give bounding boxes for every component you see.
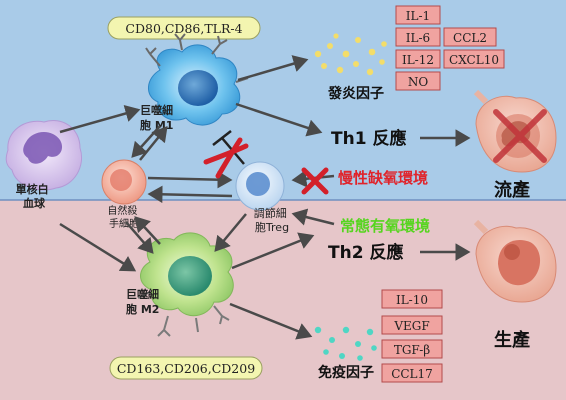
arrow-treg-to-nk bbox=[147, 185, 233, 204]
nk-cell bbox=[101, 159, 147, 205]
inflammatory-text-no: NO bbox=[408, 75, 429, 89]
inflammatory-box-il1: IL-1 bbox=[395, 5, 441, 25]
inflammatory-box-ccl2: CCL2 bbox=[443, 27, 497, 47]
inflammatory-text-il1: IL-1 bbox=[406, 9, 430, 23]
monocyte-label-line2: 血球 bbox=[23, 196, 46, 210]
inflammatory-text-il6: IL-6 bbox=[406, 31, 430, 45]
hypoxia-label: 慢性缺氧環境 bbox=[338, 169, 428, 187]
arrow-mono-to-m1 bbox=[59, 104, 141, 134]
arrow-nk-to-m1 bbox=[139, 126, 168, 161]
bottom-background bbox=[0, 200, 566, 400]
inflammatory-box-no: NO bbox=[395, 71, 441, 91]
treg-label-line2: 胞Treg bbox=[255, 221, 289, 234]
arrows bbox=[59, 55, 471, 340]
monocyte-label: 單核白 血球 bbox=[16, 182, 53, 210]
normoxia-label: 常態有氧環境 bbox=[340, 217, 430, 235]
nk-label-line2: 手細胞 bbox=[109, 217, 139, 230]
arrow-mono-to-m2 bbox=[59, 222, 137, 272]
inflammatory-text-cxcl10: CXCL10 bbox=[449, 53, 499, 67]
arrow-m2-to-factors bbox=[229, 302, 313, 340]
immune-box-vegf: VEGF bbox=[381, 315, 443, 335]
treg-cell bbox=[235, 161, 285, 211]
treg-label: 調節細 胞Treg bbox=[254, 206, 291, 234]
arrow-normoxia-to-treg bbox=[291, 208, 335, 226]
immune-text-il10: IL-10 bbox=[396, 293, 428, 307]
m1-marker-pill: CD80,CD86,TLR-4 bbox=[107, 16, 261, 40]
birth-label: 生產 bbox=[494, 329, 530, 351]
immune-text-vegf: VEGF bbox=[393, 319, 429, 333]
immune-text-ccl17: CCL17 bbox=[391, 367, 433, 381]
m1-marker-text: CD80,CD86,TLR-4 bbox=[125, 21, 242, 36]
miscarriage-label: 流產 bbox=[494, 179, 530, 201]
immune-box-ccl17: CCL17 bbox=[381, 363, 443, 383]
inflammatory-factor-dots bbox=[314, 33, 387, 76]
arrow-m2-to-th2 bbox=[231, 232, 315, 270]
m2-label: 巨噬細 胞 M2 bbox=[126, 287, 163, 316]
arrow-nk-to-m2 bbox=[125, 221, 154, 254]
inflammatory-text-il12: IL-12 bbox=[402, 53, 434, 67]
th1-response: Th1 反應 bbox=[331, 128, 406, 149]
m1-label-line1: 巨噬細 bbox=[140, 103, 173, 117]
miscarriage-x-mark bbox=[493, 109, 547, 163]
arrow-treg-to-m2 bbox=[214, 213, 247, 252]
immune-box-il10: IL-10 bbox=[381, 289, 443, 309]
immune-box-tgfb: TGF-β bbox=[381, 339, 443, 359]
inflammatory-box-il6: IL-6 bbox=[395, 27, 441, 47]
red-cross-hypoxia bbox=[301, 167, 329, 195]
immune-factor-dots bbox=[314, 326, 377, 361]
inflammatory-box-cxcl10: CXCL10 bbox=[443, 49, 505, 69]
uterus-birth bbox=[473, 219, 557, 303]
arrow-m1-to-factors bbox=[237, 55, 309, 82]
immune-text-tgfb: TGF-β bbox=[394, 343, 430, 357]
nk-label-line1: 自然殺 bbox=[107, 204, 137, 217]
m2-macrophage-cell bbox=[137, 232, 234, 337]
arrow-m2-to-nk bbox=[134, 216, 161, 245]
inflammatory-box-il12: IL-12 bbox=[395, 49, 441, 69]
arrow-m1-to-th1 bbox=[235, 102, 323, 137]
inflammatory-factor-label: 發炎因子 bbox=[327, 85, 384, 102]
m2-label-line1: 巨噬細 bbox=[126, 287, 159, 301]
monocyte-label-line1: 單核白 bbox=[16, 182, 49, 196]
immune-factor-label: 免疫因子 bbox=[318, 364, 374, 381]
treg-label-line1: 調節細 bbox=[254, 206, 287, 220]
th2-response: Th2 反應 bbox=[328, 242, 403, 263]
monocyte-cell bbox=[5, 120, 82, 191]
m2-label-line2: 胞 M2 bbox=[126, 302, 159, 316]
inflammatory-text-ccl2: CCL2 bbox=[453, 31, 487, 45]
red-cross-inhibit bbox=[203, 137, 249, 179]
m2-marker-pill: CD163,CD206,CD209 bbox=[109, 356, 263, 380]
m2-marker-text: CD163,CD206,CD209 bbox=[117, 361, 255, 376]
arrow-nk-to-treg bbox=[147, 170, 233, 189]
m1-macrophage-cell bbox=[145, 33, 249, 126]
